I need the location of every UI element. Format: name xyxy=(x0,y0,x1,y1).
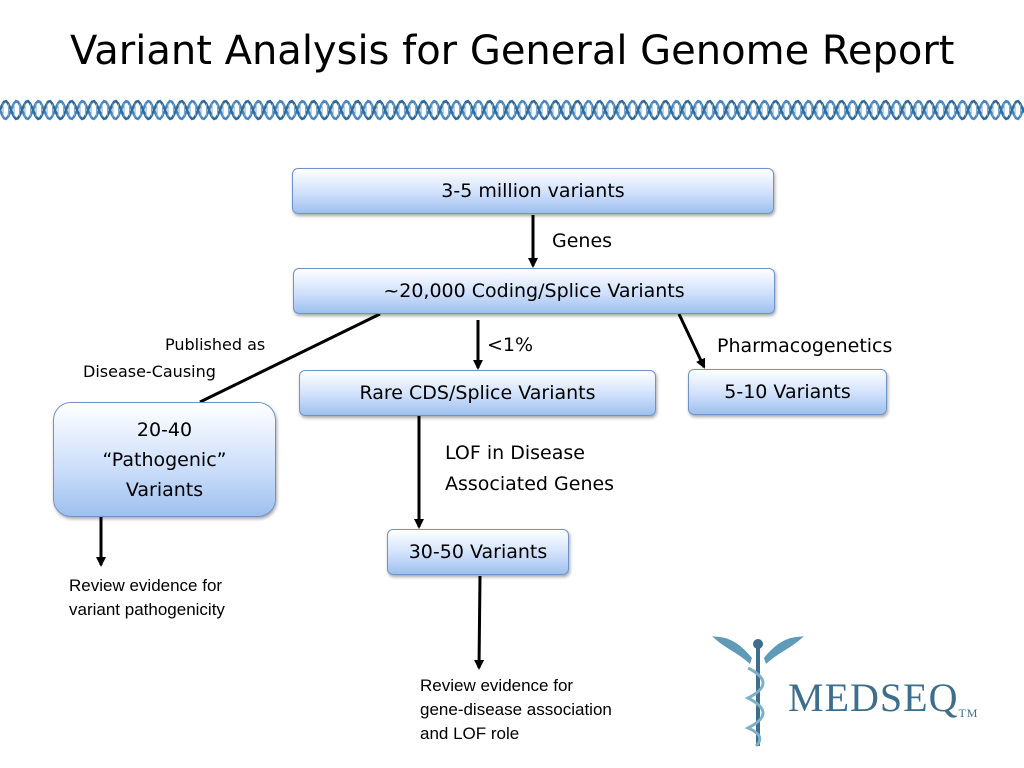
label-published-as: Published as xyxy=(165,335,266,354)
medseq-wordmark: MedSeqTM xyxy=(788,674,978,721)
note-association-line3: and LOF role xyxy=(420,724,520,743)
node-pathogenic-line1: 20-40 xyxy=(136,418,193,441)
note-pathogenicity-line1: Review evidence for xyxy=(69,576,223,595)
node-all-variants: 3-5 million variants xyxy=(292,168,774,214)
node-coding-splice-label: ~20,000 Coding/Splice Variants xyxy=(383,280,685,302)
label-rare-percent: <1% xyxy=(487,334,534,356)
node-rare-variants-label: Rare CDS/Splice Variants xyxy=(359,382,596,404)
node-pathogenic-line2: “Pathogenic” xyxy=(102,448,227,471)
label-lof-line2: Associated Genes xyxy=(445,473,615,495)
node-pathogenic-line3: Variants xyxy=(125,478,204,501)
node-lof-variants-label: 30-50 Variants xyxy=(408,541,548,563)
note-pathogenicity: Review evidence for variant pathogenicit… xyxy=(69,574,225,622)
node-pharmaco-variants-label: 5-10 Variants xyxy=(724,381,851,403)
label-pharmacogenetics: Pharmacogenetics xyxy=(717,335,893,357)
logo-trademark: TM xyxy=(958,706,979,720)
page-title: Variant Analysis for General Genome Repo… xyxy=(70,28,955,74)
node-pathogenic-variants: 20-40 “Pathogenic” Variants xyxy=(53,402,276,517)
arrow-to-association-note xyxy=(474,575,485,670)
logo-text-med: Med xyxy=(788,675,880,720)
note-pathogenicity-line2: variant pathogenicity xyxy=(69,600,225,619)
node-rare-variants: Rare CDS/Splice Variants xyxy=(299,370,656,416)
node-all-variants-label: 3-5 million variants xyxy=(441,180,625,202)
label-lof-line1: LOF in Disease xyxy=(445,442,585,464)
logo-text-seq: Seq xyxy=(879,675,959,720)
note-association-line2: gene-disease association xyxy=(420,700,612,719)
label-genes: Genes xyxy=(552,230,613,252)
dna-divider xyxy=(0,99,1024,121)
medseq-caduceus-logo xyxy=(712,636,804,748)
note-association: Review evidence for gene-disease associa… xyxy=(420,674,612,746)
label-disease-causing: Disease-Causing xyxy=(83,362,216,381)
node-lof-variants: 30-50 Variants xyxy=(387,529,569,575)
line-to-pathogenic xyxy=(199,312,381,404)
node-coding-splice: ~20,000 Coding/Splice Variants xyxy=(293,268,775,314)
note-association-line1: Review evidence for xyxy=(420,676,574,695)
arrow-to-pharmaco xyxy=(677,313,706,369)
node-pharmaco-variants: 5-10 Variants xyxy=(688,369,887,415)
